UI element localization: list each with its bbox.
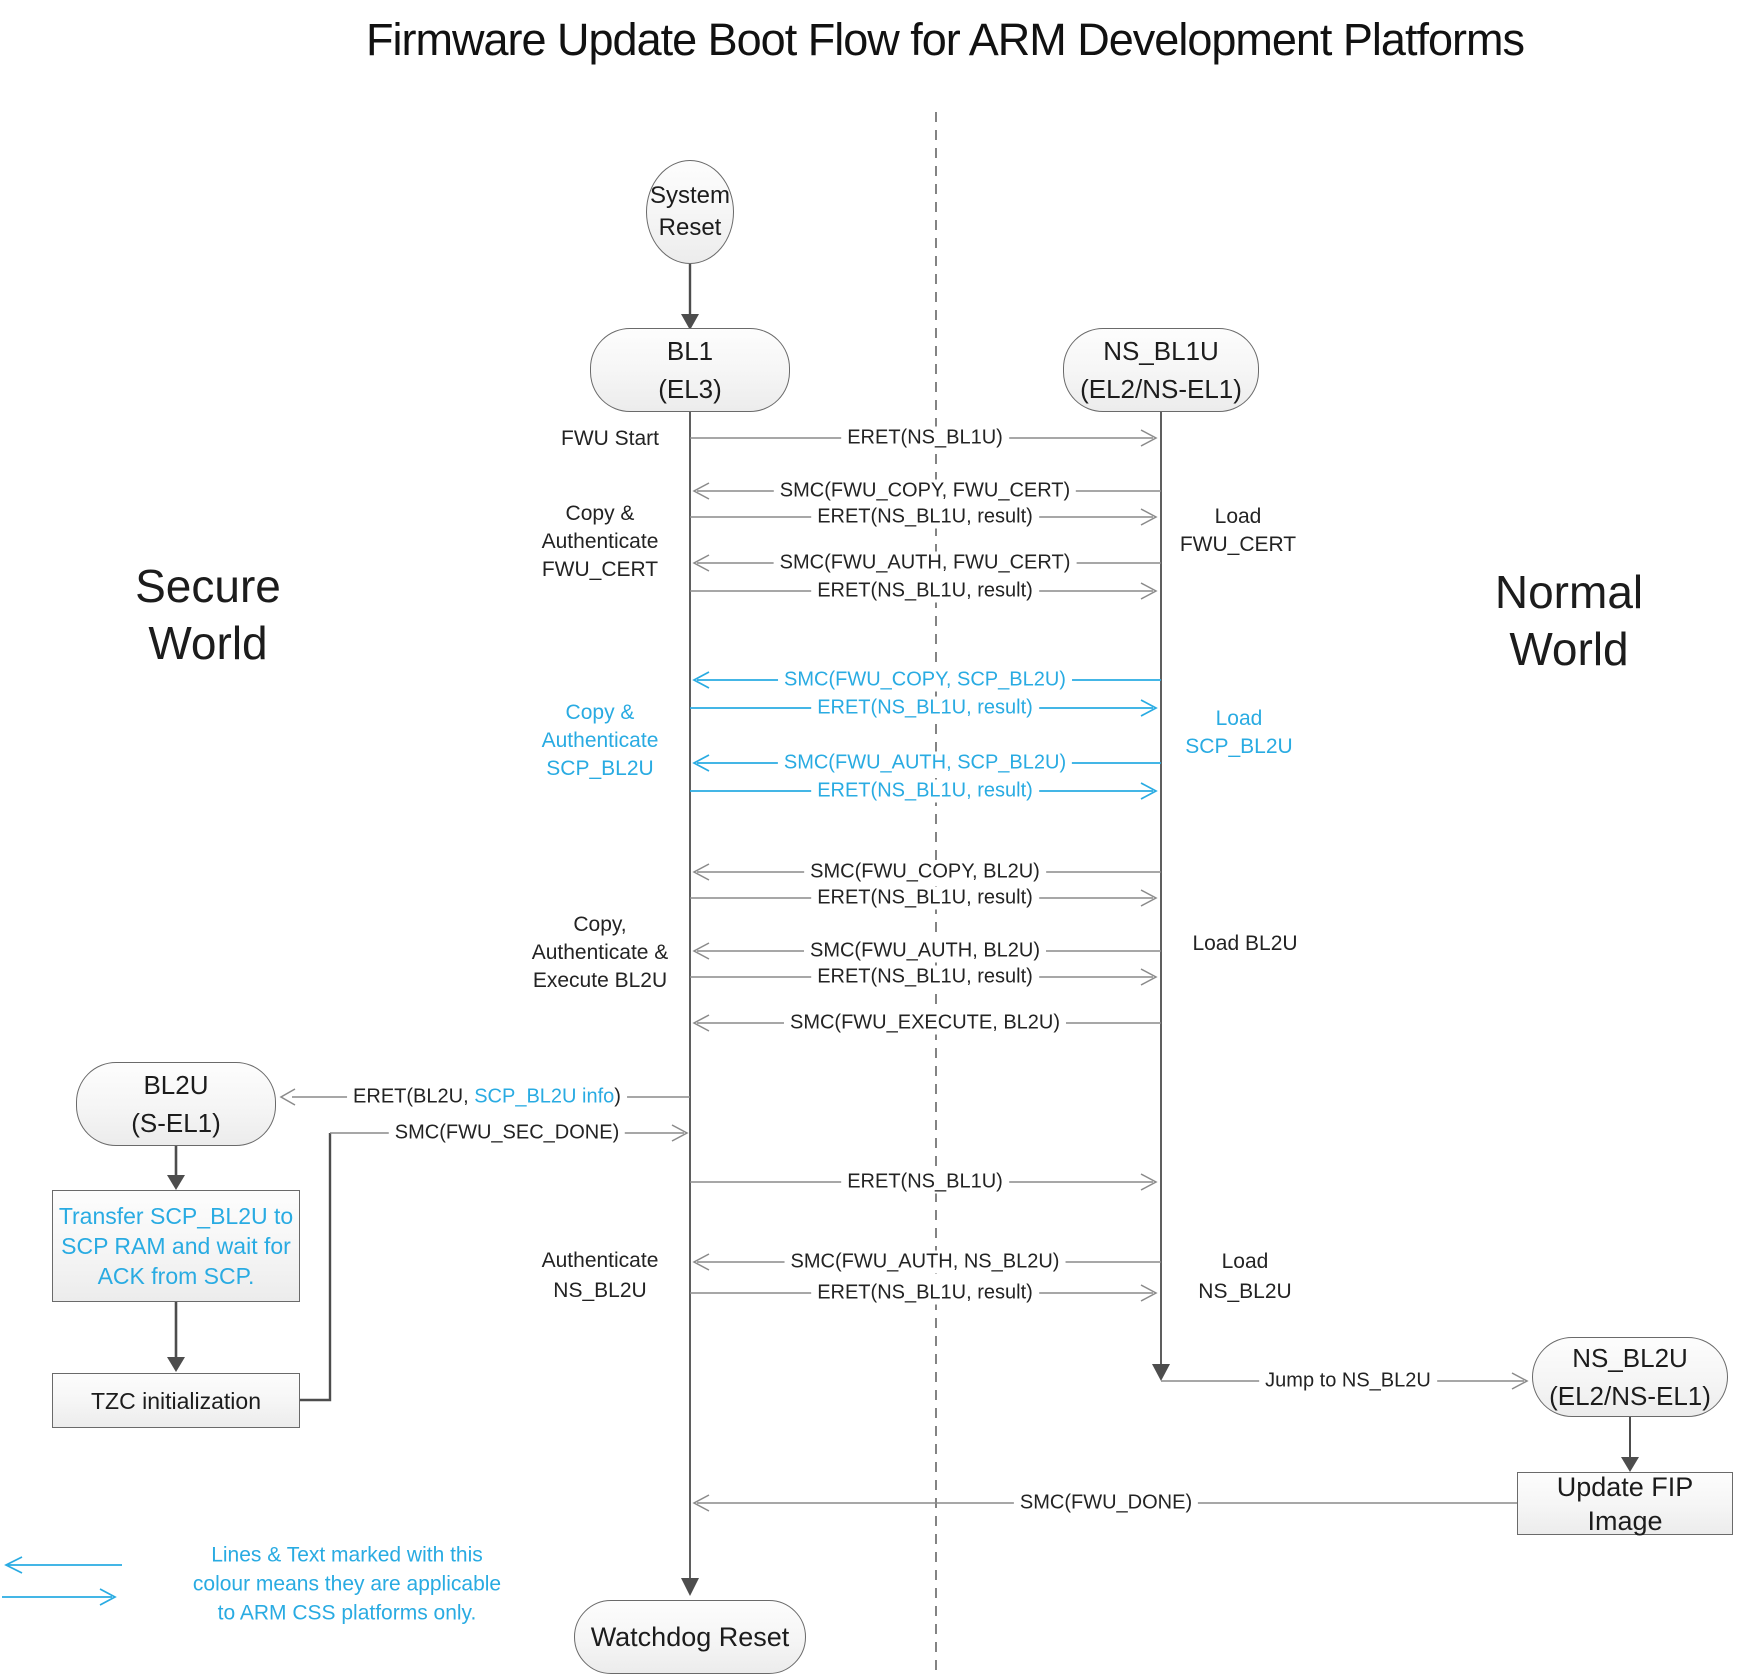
msg-smc-copy-scp-bl2u: SMC(FWU_COPY, SCP_BL2U) bbox=[778, 668, 1072, 692]
msg-eret-result-3: ERET(NS_BL1U, result) bbox=[811, 696, 1039, 720]
node-tzc-init: TZC initialization bbox=[52, 1373, 300, 1428]
secure-world-line2: World bbox=[148, 617, 268, 669]
msg-smc-fwu-done: SMC(FWU_DONE) bbox=[1013, 1491, 1199, 1515]
bl1-line2: (EL3) bbox=[658, 374, 722, 404]
msg-eret-ns-bl1u-2: ERET(NS_BL1U) bbox=[841, 1170, 1009, 1194]
arrowhead-bl2u-transfer bbox=[167, 1175, 185, 1190]
msg-smc-auth-bl2u: SMC(FWU_AUTH, BL2U) bbox=[803, 939, 1047, 963]
msg-smc-copy-fwu-cert: SMC(FWU_COPY, FWU_CERT) bbox=[773, 479, 1077, 503]
transfer-scp-line2: SCP RAM and wait for bbox=[61, 1233, 291, 1259]
normal-world-line1: Normal bbox=[1494, 566, 1644, 618]
ns-bl2u-line2: (EL2/NS-EL1) bbox=[1549, 1381, 1711, 1411]
ns-bl1u-line1: NS_BL1U bbox=[1103, 336, 1219, 366]
normal-world-label: Normal World bbox=[1495, 564, 1643, 678]
msg-smc-auth-scp-bl2u: SMC(FWU_AUTH, SCP_BL2U) bbox=[777, 751, 1073, 775]
ns-bl1u-line2: (EL2/NS-EL1) bbox=[1080, 374, 1242, 404]
msg-jump-to-ns-bl2u: Jump to NS_BL2U bbox=[1259, 1369, 1437, 1393]
annotation-load-ns-bl2u: Load NS_BL2U bbox=[1198, 1250, 1292, 1303]
page-title: Firmware Update Boot Flow for ARM Develo… bbox=[366, 14, 1525, 65]
system-reset-line1: System bbox=[649, 182, 730, 209]
legend-text: Lines & Text marked with this colour mea… bbox=[192, 1543, 502, 1625]
normal-world-line2: World bbox=[1509, 623, 1629, 675]
system-reset-line2: Reset bbox=[658, 214, 722, 241]
eret-bl2u-css-part: SCP_BL2U info bbox=[474, 1085, 615, 1108]
annotation-authenticate-ns-bl2u: Authenticate NS_BL2U bbox=[541, 1249, 659, 1302]
msg-smc-auth-fwu-cert: SMC(FWU_AUTH, FWU_CERT) bbox=[773, 551, 1077, 575]
secure-world-label: Secure World bbox=[135, 558, 281, 672]
node-ns-bl2u: NS_BL2U (EL2/NS-EL1) bbox=[1532, 1337, 1728, 1417]
eret-bl2u-suffix: ) bbox=[614, 1085, 621, 1108]
msg-smc-copy-bl2u: SMC(FWU_COPY, BL2U) bbox=[804, 860, 1046, 884]
node-bl1: BL1 (EL3) bbox=[590, 328, 790, 412]
msg-eret-bl2u-scp-info: ERET(BL2U, SCP_BL2U info) bbox=[347, 1085, 627, 1109]
annotation-copy-auth-fwu-cert: Copy & Authenticate FWU_CERT bbox=[541, 502, 659, 581]
msg-smc-auth-ns-bl2u: SMC(FWU_AUTH, NS_BL2U) bbox=[784, 1250, 1066, 1274]
annotation-copy-auth-scp-bl2u: Copy & Authenticate SCP_BL2U bbox=[541, 701, 659, 780]
bl1-line1: BL1 bbox=[666, 336, 714, 366]
tzc-elbow-line bbox=[300, 1133, 332, 1402]
msg-eret-result-5: ERET(NS_BL1U, result) bbox=[811, 886, 1039, 910]
annotation-load-scp-bl2u: Load SCP_BL2U bbox=[1185, 707, 1293, 758]
arrowhead-transfer-tzc bbox=[167, 1357, 185, 1372]
msg-eret-result-6: ERET(NS_BL1U, result) bbox=[811, 965, 1039, 989]
arrowhead-to-watchdog bbox=[681, 1578, 699, 1596]
msg-eret-result-2: ERET(NS_BL1U, result) bbox=[811, 579, 1039, 603]
node-watchdog-reset: Watchdog Reset bbox=[574, 1600, 806, 1674]
secure-world-line1: Secure bbox=[135, 560, 281, 612]
update-fip-label: Update FIP Image bbox=[1556, 1471, 1694, 1536]
node-ns-bl1u: NS_BL1U (EL2/NS-EL1) bbox=[1063, 328, 1259, 412]
tzc-init-label: TZC initialization bbox=[91, 1387, 261, 1414]
transfer-scp-line3: ACK from SCP. bbox=[97, 1263, 255, 1289]
msg-eret-result-1: ERET(NS_BL1U, result) bbox=[811, 505, 1039, 529]
transfer-scp-line1: Transfer SCP_BL2U to bbox=[58, 1203, 294, 1229]
bl2u-line2: (S-EL1) bbox=[131, 1108, 221, 1138]
arrowhead-nsbl2u-fip bbox=[1621, 1457, 1639, 1472]
node-transfer-scp: Transfer SCP_BL2U to SCP RAM and wait fo… bbox=[52, 1190, 300, 1302]
arrowhead-lifeline-end bbox=[1152, 1364, 1170, 1381]
node-system-reset: System Reset bbox=[646, 160, 734, 264]
node-update-fip: Update FIP Image bbox=[1517, 1471, 1733, 1536]
msg-eret-ns-bl1u-1: ERET(NS_BL1U) bbox=[841, 426, 1009, 450]
msg-eret-result-4: ERET(NS_BL1U, result) bbox=[811, 779, 1039, 803]
annotation-load-fwu-cert: Load FWU_CERT bbox=[1179, 505, 1297, 556]
ns-bl2u-line1: NS_BL2U bbox=[1572, 1343, 1688, 1373]
msg-eret-result-7: ERET(NS_BL1U, result) bbox=[811, 1281, 1039, 1305]
watchdog-reset-label: Watchdog Reset bbox=[590, 1622, 790, 1652]
annotation-load-bl2u: Load BL2U bbox=[1192, 932, 1298, 955]
msg-smc-execute-bl2u: SMC(FWU_EXECUTE, BL2U) bbox=[783, 1011, 1067, 1035]
annotation-copy-auth-exec-bl2u: Copy, Authenticate & Execute BL2U bbox=[531, 913, 669, 992]
msg-smc-sec-done: SMC(FWU_SEC_DONE) bbox=[388, 1121, 626, 1145]
eret-bl2u-prefix: ERET(BL2U, bbox=[353, 1085, 475, 1108]
arrowhead-reset-bl1 bbox=[681, 314, 699, 330]
annotation-fwu-start: FWU Start bbox=[561, 427, 659, 450]
bl2u-line1: BL2U bbox=[143, 1070, 209, 1100]
node-bl2u: BL2U (S-EL1) bbox=[76, 1062, 276, 1146]
